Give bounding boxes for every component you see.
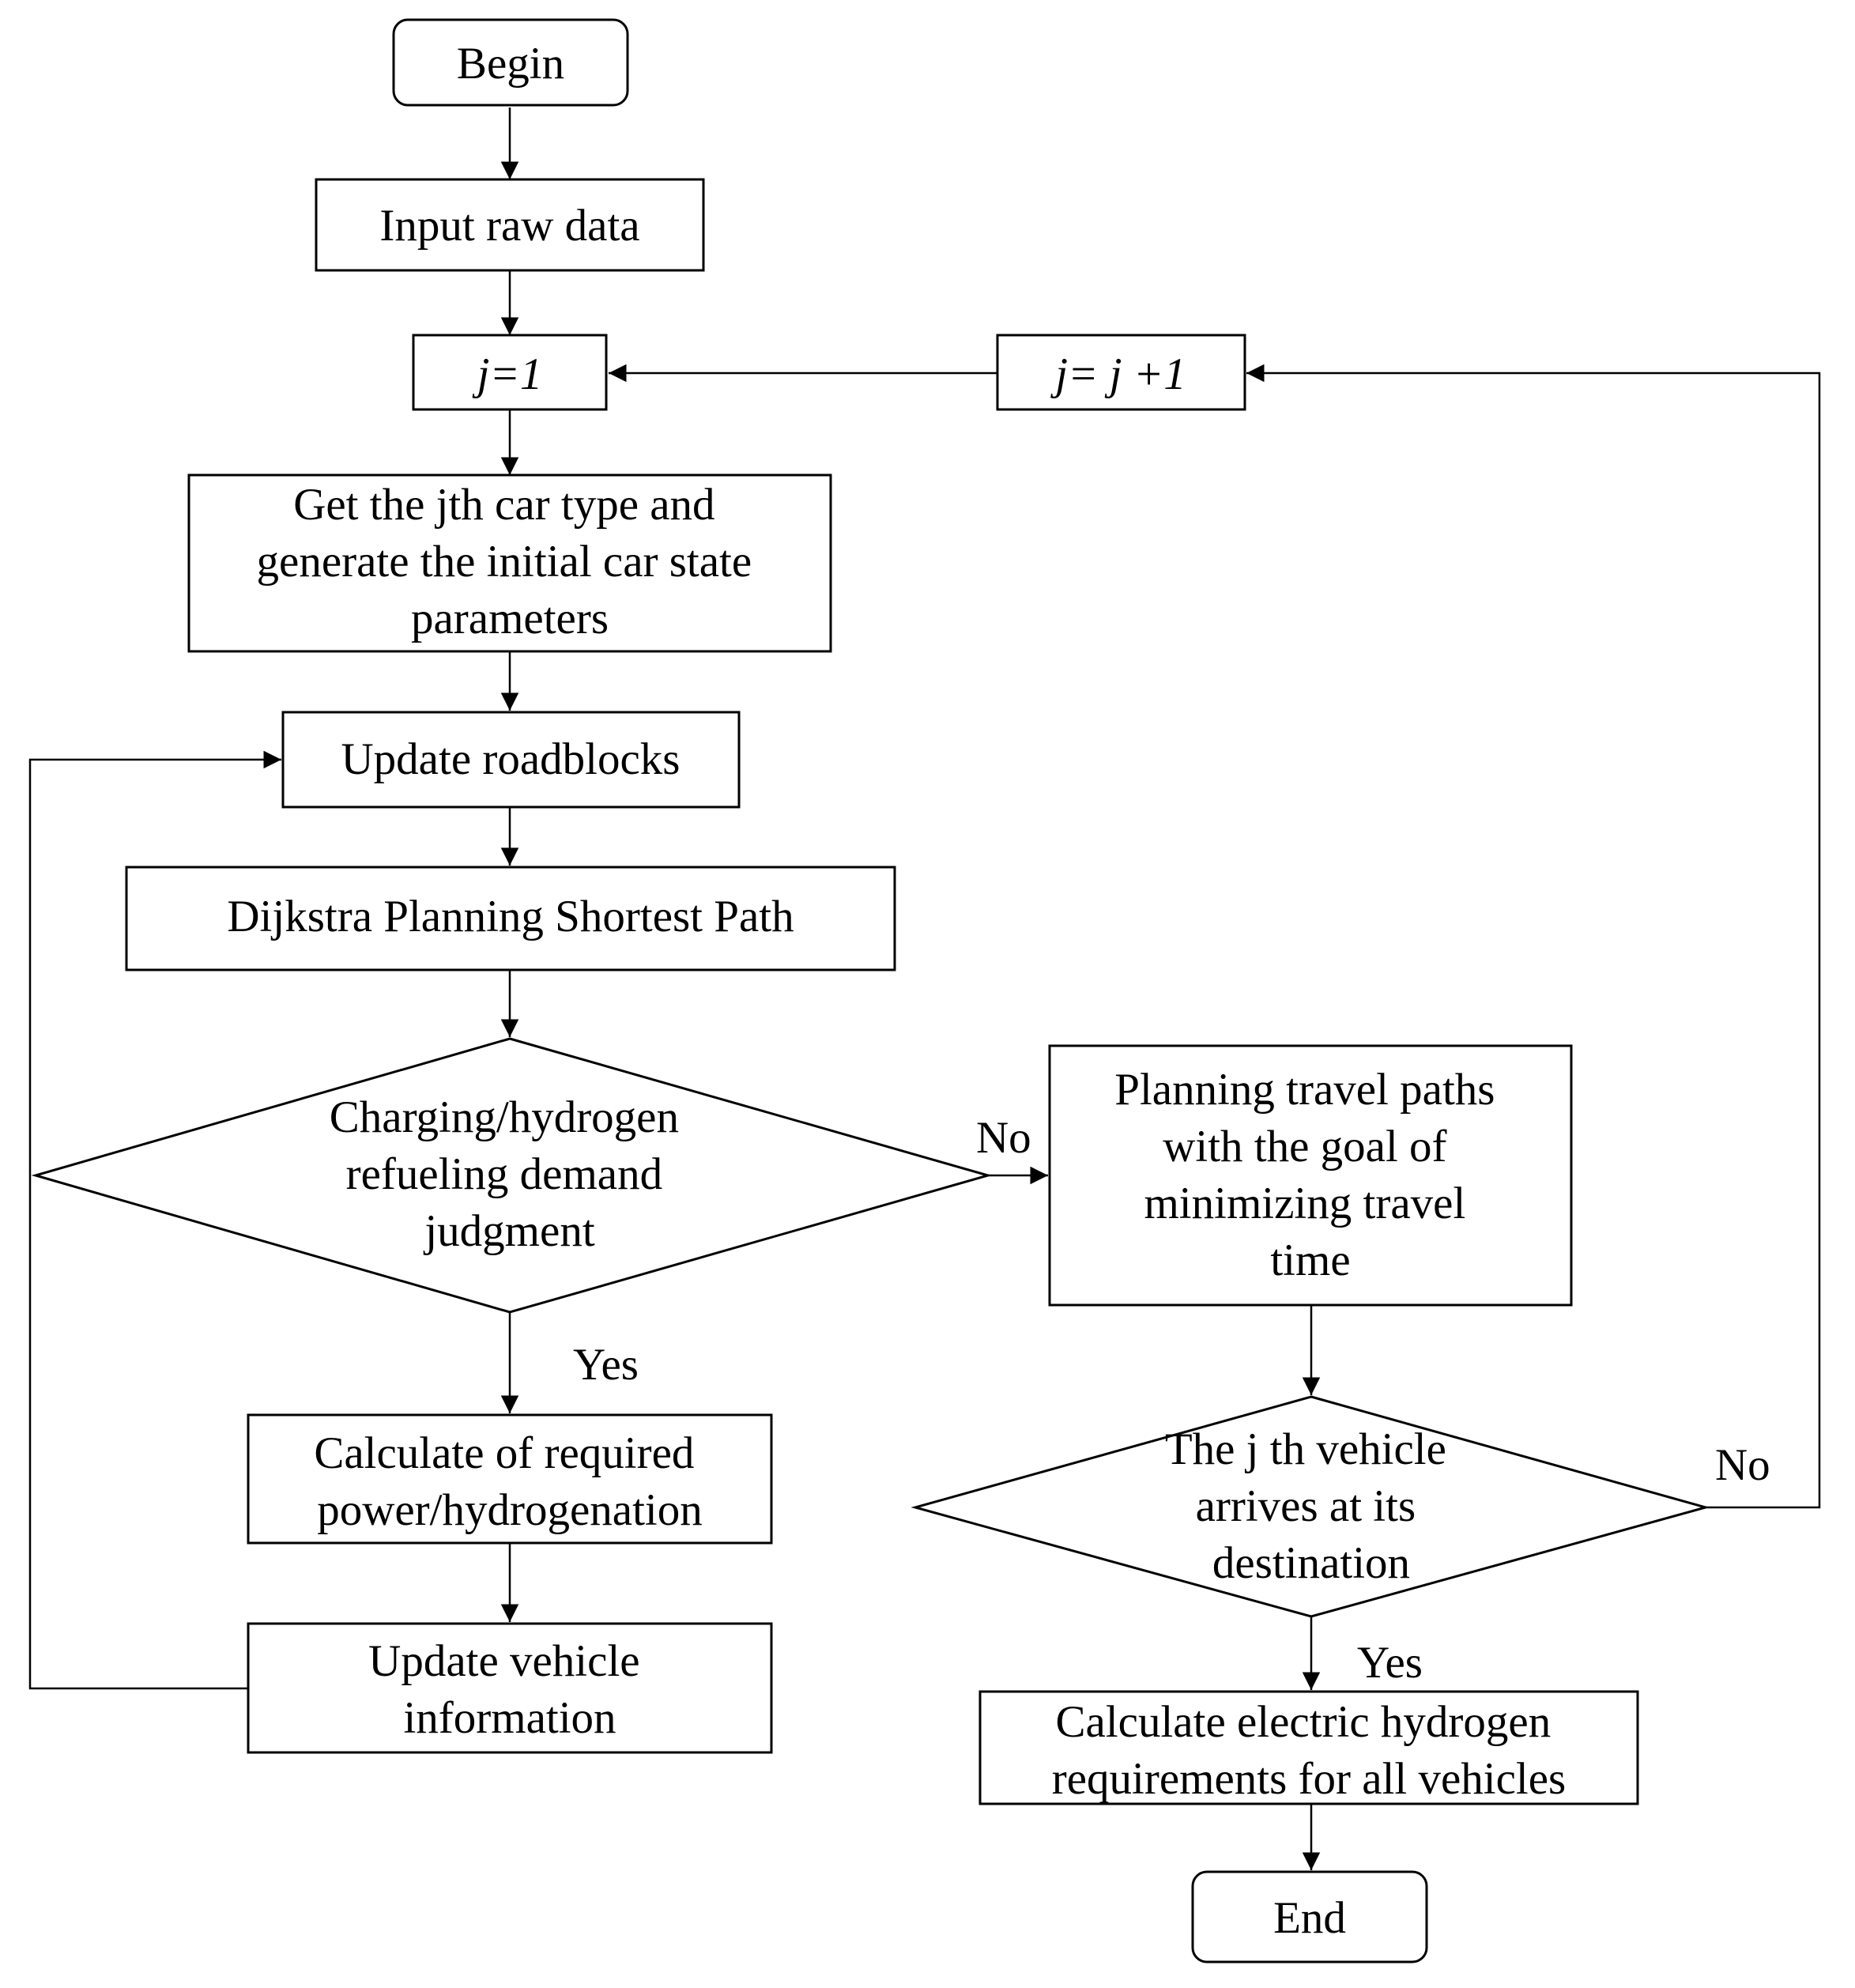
arrives-no-label: No	[1715, 1440, 1770, 1490]
j-increment-label: j= j +1	[1050, 349, 1186, 399]
node-texts: Begin Input raw data j=1 j= j +1 Get the…	[227, 39, 1566, 1943]
edge-labels: No Yes No Yes	[573, 1113, 1770, 1688]
end-terminal	[1191, 1870, 1428, 1963]
arrives-destination-decision	[911, 1395, 1710, 1618]
calculate-required-label: Calculate of required power/hydrogenatio…	[314, 1428, 705, 1535]
demand-no-label: No	[976, 1113, 1031, 1163]
begin-terminal	[392, 18, 629, 107]
dijkstra-box	[125, 866, 896, 971]
edge-update-vehicle-loop-to-roadblocks	[28, 750, 281, 1690]
calculate-all-vehicles-box	[978, 1690, 1639, 1805]
update-roadblocks-label: Update roadblocks	[341, 734, 681, 784]
edge-arrives-no-loop	[1246, 364, 1821, 1509]
get-car-type-label: Get the jth car type and generate the in…	[257, 480, 763, 643]
get-car-type-box	[187, 473, 832, 653]
arrives-yes-label: Yes	[1357, 1638, 1423, 1688]
calculate-all-vehicles-label: Calculate electric hydrogen requirements…	[1052, 1697, 1567, 1804]
arrives-destination-label: The j th vehicle arrives at its destinat…	[1165, 1424, 1457, 1588]
demand-judgment-label: Charging/hydrogen refueling demand judgm…	[330, 1092, 690, 1256]
dijkstra-label: Dijkstra Planning Shortest Path	[227, 892, 794, 941]
update-roadblocks-box	[281, 711, 741, 809]
update-vehicle-label: Update vehicle information	[368, 1636, 651, 1743]
begin-label: Begin	[457, 39, 564, 89]
connectors	[28, 108, 1821, 1870]
update-vehicle-box	[247, 1622, 773, 1754]
input-raw-data-box	[315, 178, 705, 272]
j-init-label: j=1	[472, 349, 543, 399]
j-init-box	[412, 334, 608, 411]
demand-judgment-decision	[31, 1037, 993, 1314]
calculate-required-box	[247, 1413, 773, 1545]
end-label: End	[1273, 1893, 1346, 1943]
demand-yes-label: Yes	[573, 1340, 639, 1390]
planning-travel-paths-box	[1048, 1044, 1573, 1307]
j-increment-box	[996, 334, 1246, 411]
input-raw-data-label: Input raw data	[379, 201, 639, 251]
node-shapes	[31, 18, 1710, 1963]
planning-travel-paths-label: Planning travel paths with the goal of m…	[1114, 1065, 1506, 1285]
